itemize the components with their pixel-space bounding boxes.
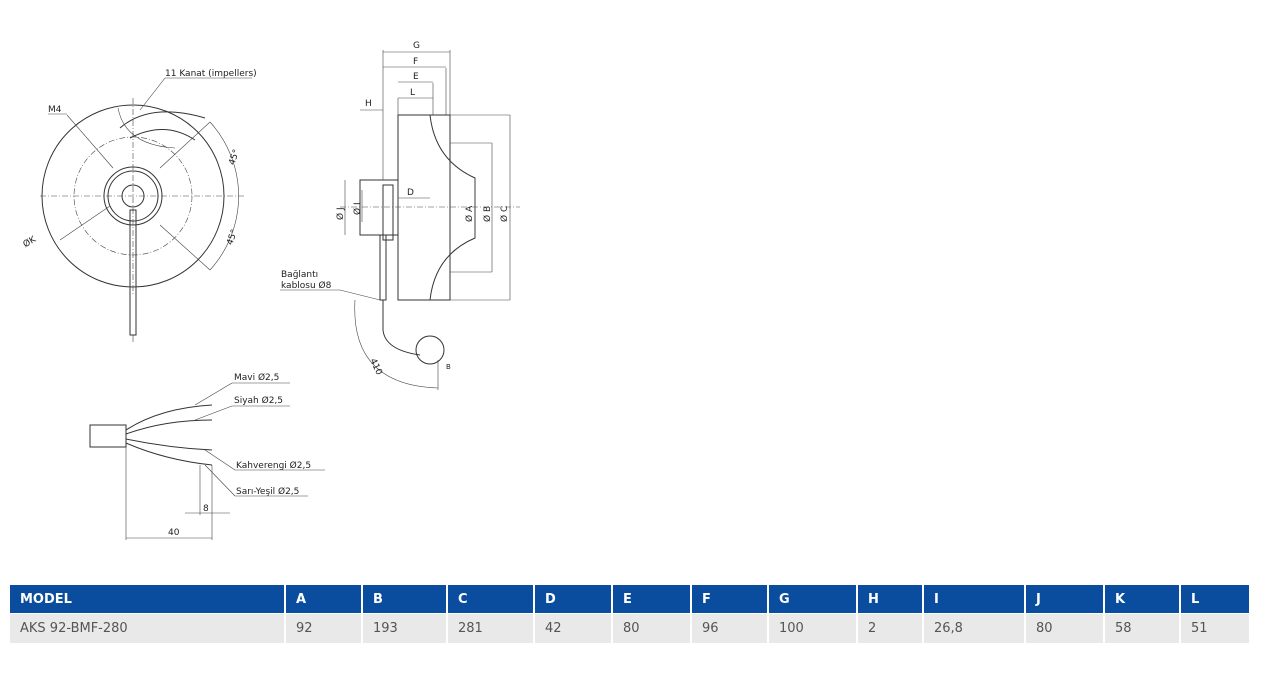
cell-a: 92 [285, 613, 363, 643]
cell-model: AKS 92-BMF-280 [10, 613, 286, 643]
cell-h: 2 [857, 613, 924, 643]
header-model: MODEL [10, 585, 286, 614]
thread-label: M4 [48, 105, 62, 115]
wire-view: Mavi Ø2,5 Siyah Ø2,5 Kahverengi Ø2,5 Sar… [89, 372, 325, 540]
cable-length-label: 410 [367, 357, 383, 377]
header-j: J [1025, 585, 1105, 614]
dim-a-label: Ø A [464, 205, 475, 222]
table-row: AKS 92-BMF-280 92 193 281 42 80 96 100 2… [10, 613, 1251, 643]
cell-g: 100 [768, 613, 858, 643]
angle-bottom-label: 45° [225, 228, 240, 246]
dim-e-label: E [413, 72, 419, 82]
header-e: E [612, 585, 692, 614]
header-i: I [923, 585, 1026, 614]
cell-j: 80 [1025, 613, 1105, 643]
angle-top-label: 45° [227, 148, 242, 166]
cell-d: 42 [534, 613, 613, 643]
wire-yellow-green-label: Sarı-Yeşil Ø2,5 [236, 486, 299, 497]
side-view: G F E L H D Ø J Ø I Ø A Ø B Ø C Bağlantı… [280, 41, 520, 390]
header-b: B [362, 585, 448, 614]
impellers-label: 11 Kanat (impellers) [165, 69, 257, 79]
cell-b: 193 [362, 613, 448, 643]
technical-drawing: 11 Kanat (impellers) M4 45° 45° ØK [21, 41, 520, 540]
dim-b-label: Ø B [482, 206, 493, 222]
cable-label-line2: kablosu Ø8 [281, 280, 332, 291]
header-l: L [1180, 585, 1251, 614]
wire-black-label: Siyah Ø2,5 [234, 395, 283, 406]
header-g: G [768, 585, 858, 614]
dim-j-label: Ø J [335, 207, 346, 220]
dim-d-label: D [407, 188, 414, 198]
detail-b-label: B [446, 363, 451, 371]
front-view: 11 Kanat (impellers) M4 45° 45° ØK [21, 69, 257, 342]
cell-f: 96 [691, 613, 769, 643]
header-h: H [857, 585, 924, 614]
header-c: C [447, 585, 535, 614]
strip-length-label: 8 [203, 504, 209, 514]
cell-e: 80 [612, 613, 692, 643]
dim-l-label: L [410, 88, 415, 98]
header-f: F [691, 585, 769, 614]
cell-l: 51 [1180, 613, 1251, 643]
cell-c: 281 [447, 613, 535, 643]
header-d: D [534, 585, 613, 614]
wire-brown-label: Kahverengi Ø2,5 [236, 460, 311, 471]
dim-g-label: G [413, 41, 420, 51]
header-k: K [1104, 585, 1181, 614]
dimensions-table: MODEL A B C D E F G H I J K L AKS 92-BMF… [10, 585, 1251, 643]
wire-blue-label: Mavi Ø2,5 [234, 372, 279, 383]
table-header-row: MODEL A B C D E F G H I J K L [10, 585, 1251, 614]
wire-length-label: 40 [168, 528, 180, 538]
dim-i-label: Ø I [352, 202, 363, 215]
cable-label-line1: Bağlantı [281, 270, 318, 280]
dim-h-label: H [365, 99, 372, 109]
header-a: A [285, 585, 363, 614]
diameter-k-label: ØK [21, 233, 39, 250]
dim-f-label: F [413, 57, 418, 67]
cell-k: 58 [1104, 613, 1181, 643]
cell-i: 26,8 [923, 613, 1026, 643]
dim-c-label: Ø C [499, 206, 510, 222]
